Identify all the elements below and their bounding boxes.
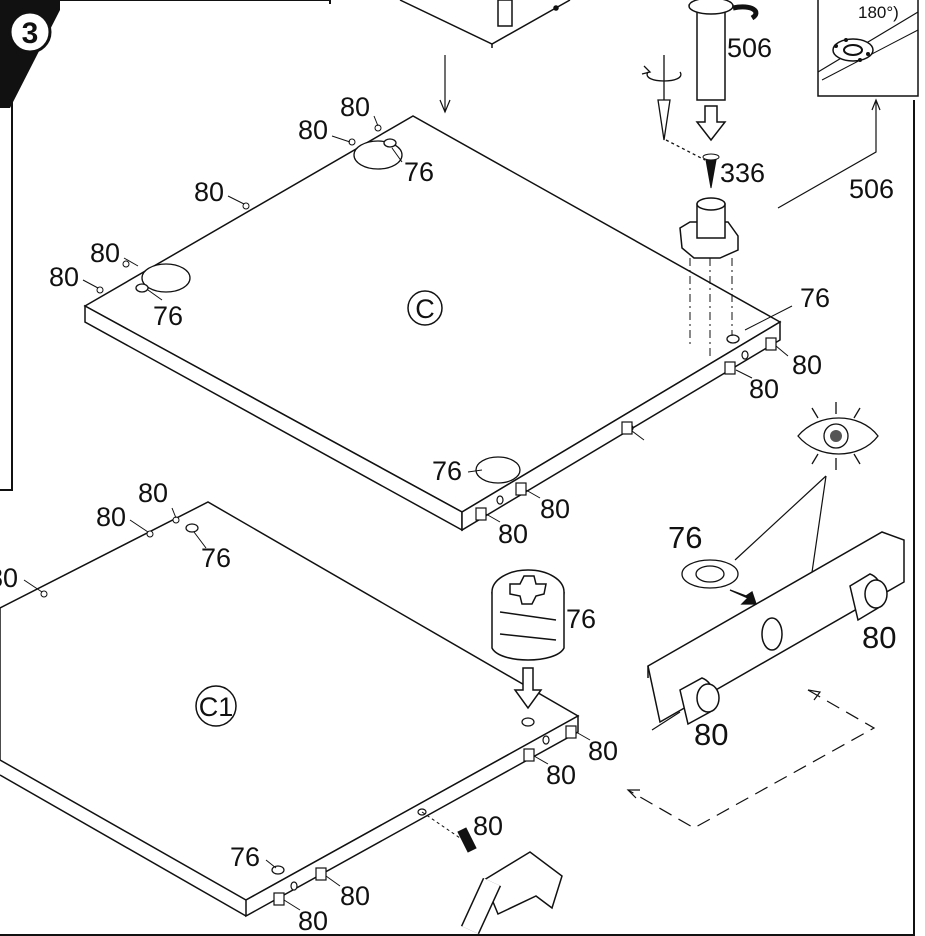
hammer-icon: [460, 851, 563, 935]
detail-dowel-right: [849, 573, 888, 622]
leg-base-guides: [689, 258, 733, 356]
sight-lines: [734, 475, 827, 588]
label-80-8: 80: [540, 494, 570, 524]
label-76-2: 76: [153, 301, 183, 331]
label-76-3: 76: [800, 283, 830, 313]
label-80-15: 80: [473, 811, 503, 841]
screwdriver-icon: [641, 55, 706, 161]
label-336: 336: [720, 158, 765, 188]
label-80-7: 80: [749, 374, 779, 404]
upper-part-fragment: [399, 0, 571, 48]
label-80-3: 80: [194, 177, 224, 207]
cam-seat-c4: [726, 334, 740, 344]
label-80-1: 80: [340, 92, 370, 122]
label-80-2: 80: [298, 115, 328, 145]
page-frame: [0, 100, 915, 936]
label-80-11: 80: [96, 502, 126, 532]
label-80-5: 80: [49, 262, 79, 292]
leg-tube: [688, 0, 759, 101]
label-80-17: 80: [298, 906, 328, 936]
label-76-7: 76: [230, 842, 260, 872]
panel-c-label-ring: [407, 290, 443, 326]
panel-c1-label-ring: [195, 685, 237, 727]
label-76-4: 76: [432, 456, 462, 486]
label-76-5: 76: [201, 543, 231, 573]
down-arrow-tube: [695, 105, 727, 142]
label-80-detail-right: 80: [862, 620, 896, 655]
label-80-6: 80: [792, 350, 822, 380]
label-80-12: 80: [0, 563, 18, 593]
dowel-c1-top: [40, 516, 180, 598]
leader-lines: [23, 115, 789, 911]
label-506-top: 506: [727, 33, 772, 63]
rotate-arrow-icon: [627, 689, 876, 829]
rotation-label: 180°): [858, 3, 899, 22]
cam-seat-c1-1: [185, 523, 535, 875]
panel-c1-label: C1: [199, 692, 234, 722]
label-76-detail: 76: [668, 520, 702, 555]
label-80-13: 80: [588, 736, 618, 766]
rotation-inset: 180°): [817, 0, 919, 97]
cam-seat-c3: [475, 456, 521, 484]
detail-dowel-left: [679, 677, 720, 726]
detail-edge-block: [647, 531, 905, 724]
label-80-9: 80: [498, 519, 528, 549]
label-80-16: 80: [340, 881, 370, 911]
down-arrow-top: [439, 55, 451, 114]
detail-cam-rotate: [681, 559, 757, 605]
label-80-14: 80: [546, 760, 576, 790]
down-arrow-cam: [513, 667, 543, 710]
label-80-4: 80: [90, 238, 120, 268]
part-labels: 80 80 76 80 80 80 76 76 80 80 76 80 80 8…: [0, 92, 896, 936]
step-number: 3: [22, 17, 39, 50]
step-badge: [8, 10, 52, 54]
label-76-1: 76: [404, 157, 434, 187]
eye-icon: [797, 402, 879, 470]
panel-c1: [0, 501, 580, 918]
cam-seat-c2: [135, 263, 191, 293]
cam-lock-icon: [491, 569, 565, 661]
leg-base-506: [679, 197, 739, 259]
screw-icon: [702, 153, 720, 189]
dowel-icon: [457, 827, 477, 853]
label-80-10: 80: [138, 478, 168, 508]
step-frame: [0, 0, 331, 491]
dowel-c-right: [475, 337, 777, 521]
inset-pointer: [777, 102, 877, 209]
cam-seat-c1: [353, 138, 403, 170]
label-80-detail-left: 80: [694, 717, 728, 752]
label-76-6: 76: [566, 604, 596, 634]
label-506-inset: 506: [849, 174, 894, 204]
panel-c-label: C: [415, 294, 435, 324]
